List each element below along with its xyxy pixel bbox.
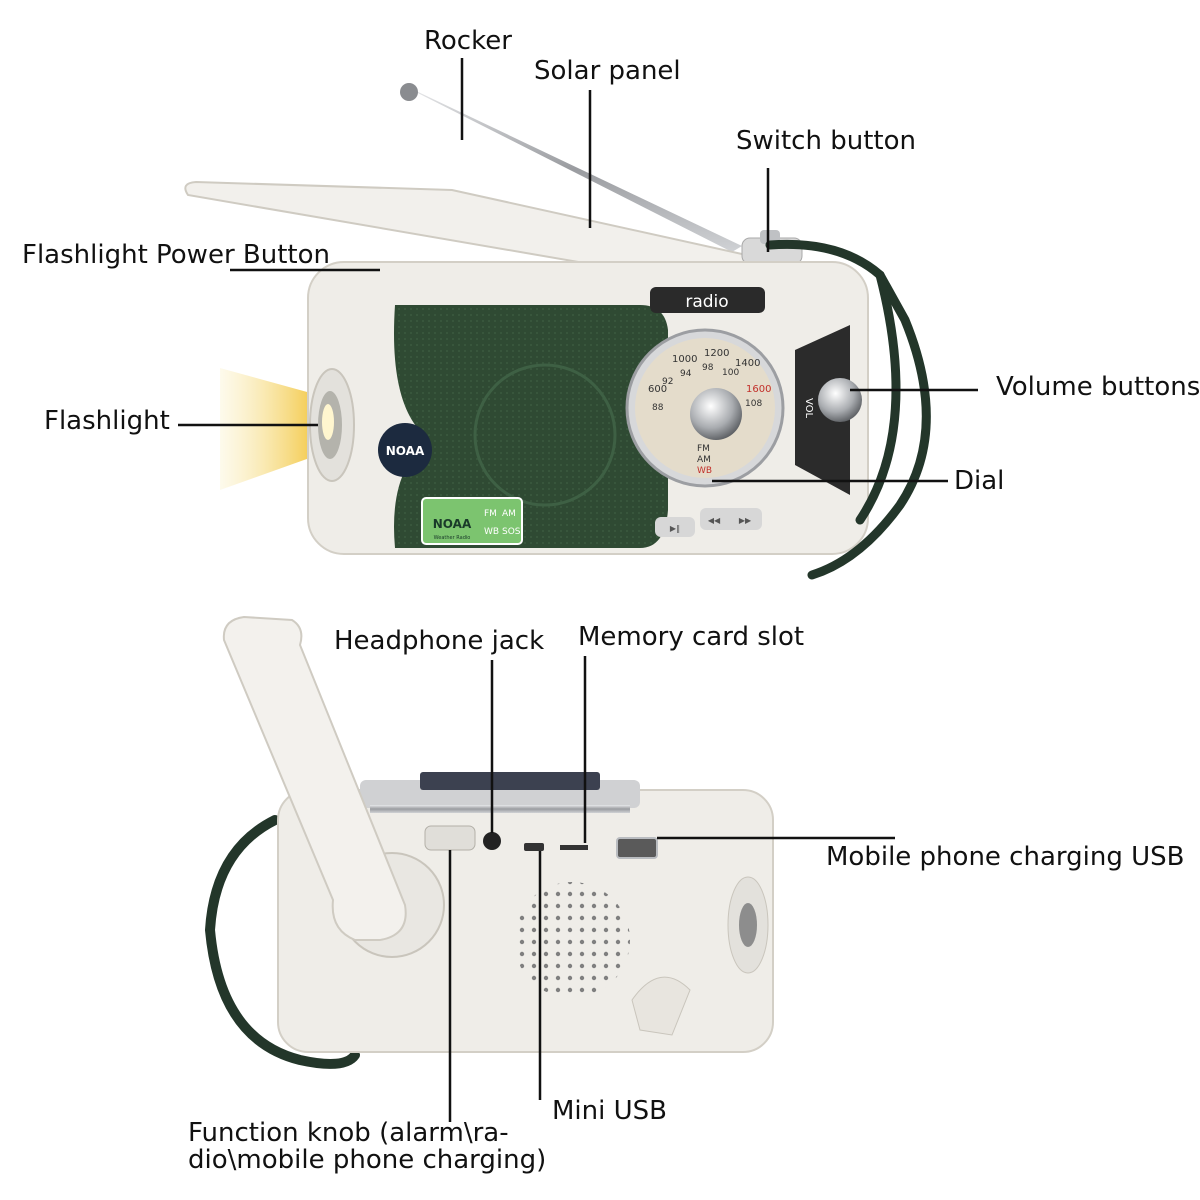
svg-text:◀◀: ◀◀ [708,516,721,525]
svg-text:▶▶: ▶▶ [739,516,752,525]
label-solar-panel: Solar panel [534,56,681,86]
dial-fm-108: 108 [745,399,762,409]
band-sticker-noaa: NOAA [433,517,472,531]
back-strap [204,815,360,1069]
speaker-cone [473,363,617,507]
label-rocker: Rocker [424,26,512,56]
band-sticker: NOAA Weather Radio FM AM WB SOS [421,497,523,545]
label-flashlight: Flashlight [44,406,170,436]
label-mobile-phone-charging-usb: Mobile phone charging USB [826,842,1185,872]
dial-fm-92: 92 [662,377,673,387]
vol-label: VOL [803,398,814,419]
back-flashlight [727,876,769,974]
noaa-badge: NOAA [378,423,432,477]
svg-text:▶‖: ▶‖ [670,524,680,533]
dial-wb-label: WB [697,466,712,476]
flashlight-beam [220,368,318,490]
speaker-panel [394,305,668,548]
hand-crank [222,615,445,958]
label-switch-button: Switch button [736,126,916,156]
dial-am-1400: 1400 [735,358,760,369]
memory-card-port [560,845,588,850]
radio-badge: radio [650,287,765,313]
dial-fm-94: 94 [680,369,692,379]
dial-am-label: AM [697,455,711,465]
dial-fm-98: 98 [702,363,714,373]
label-memory-card-slot: Memory card slot [578,622,805,652]
label-flashlight-power-button: Flashlight Power Button [22,240,330,270]
back-speaker-grille [514,882,630,998]
dial-am-1200: 1200 [704,348,729,359]
band-wb: WB [484,527,499,537]
noaa-badge-text: NOAA [386,444,425,458]
label-headphone-jack: Headphone jack [334,626,545,656]
label-dial: Dial [954,466,1005,496]
dial-am-1000: 1000 [672,354,697,365]
label-volume-buttons: Volume buttons [996,372,1200,402]
band-am: AM [502,509,516,519]
tuning-dial: 600 1000 1200 1400 1600 88 92 94 98 100 … [625,328,785,488]
leader-lines [178,58,978,1122]
label-function-knob: Function knob (alarm\ra-dio\mobile phone… [188,1118,547,1175]
label-mini-usb: Mini USB [552,1096,667,1126]
function-knob-switch [424,825,476,851]
mini-usb-port [524,843,544,851]
flashlight-lens [309,368,355,482]
dial-fm-88: 88 [652,403,664,413]
dial-am-600: 600 [648,384,667,395]
antenna [400,83,742,252]
band-sticker-noaa-sub: Weather Radio [434,535,471,541]
front-radio-illustration: NOAA NOAA Weather Radio FM AM WB SOS rad… [184,83,931,580]
dial-fm-100: 100 [722,368,739,378]
playback-buttons: ▶‖ ◀◀ ▶▶ [655,508,762,537]
usb-charging-port [616,837,658,859]
dial-am-1600: 1600 [746,384,771,395]
band-fm: FM [484,509,497,519]
front-strap [765,239,931,580]
dial-knob [690,388,742,440]
dial-fm-label: FM [697,444,710,454]
back-radio-illustration [204,615,774,1069]
radio-badge-text: radio [685,292,728,312]
headphone-jack-port [483,832,501,850]
band-sos: SOS [502,527,521,537]
